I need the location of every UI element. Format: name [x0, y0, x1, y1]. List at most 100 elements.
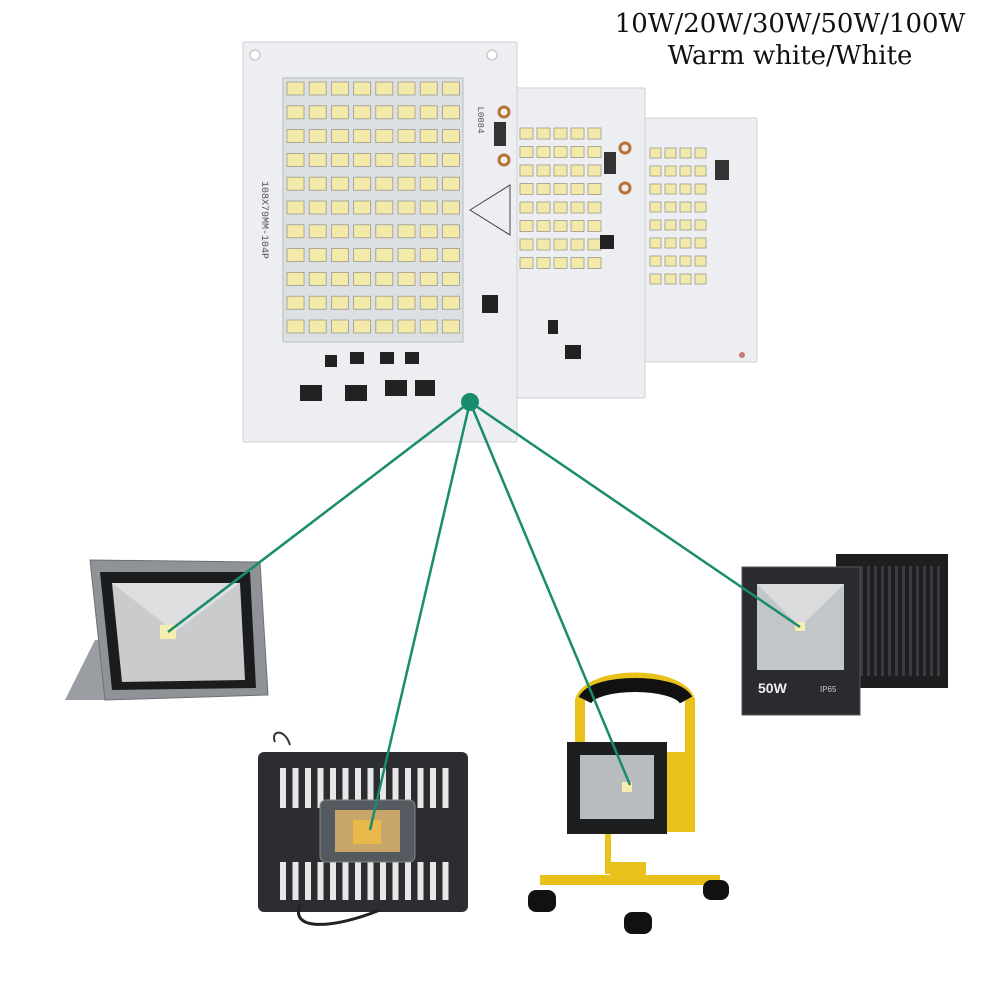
led-chip: [419, 319, 438, 334]
black-flood-light: 50W IP65: [741, 554, 948, 716]
led-chip: [694, 201, 707, 213]
led-chip: [286, 81, 305, 96]
gray-flood-light: [65, 559, 269, 701]
led-chip: [330, 271, 349, 286]
led-chip: [679, 219, 692, 231]
heat-sink-fin: [355, 862, 361, 900]
led-chip: [397, 319, 416, 334]
led-chip: [570, 146, 585, 158]
led-chip: [664, 201, 677, 213]
led-chip: [330, 176, 349, 191]
led-chip: [694, 165, 707, 177]
led-chip: [419, 271, 438, 286]
led-chip: [570, 183, 585, 195]
led-chip: [649, 273, 662, 285]
heat-sink-fin: [355, 768, 361, 808]
led-chip: [441, 271, 460, 286]
led-chip: [694, 147, 707, 159]
led-chip: [536, 127, 551, 140]
led-chip: [587, 164, 602, 177]
led-chip: [308, 152, 327, 167]
led-chip: [308, 224, 327, 239]
led-chip: [308, 271, 327, 286]
led-chip: [441, 200, 460, 215]
led-chip: [353, 176, 372, 191]
led-chip: [649, 183, 662, 195]
heat-sink-fin: [442, 862, 449, 900]
led-chip: [570, 238, 585, 251]
led-chip: [679, 201, 692, 213]
led-chip: [375, 152, 394, 167]
led-chip: [694, 273, 707, 285]
heat-sink-fin: [417, 768, 424, 808]
heat-sink-fin: [292, 862, 299, 900]
led-chip: [375, 248, 394, 263]
led-chip: [308, 295, 327, 310]
heat-sink-fin: [280, 862, 286, 900]
led-chip: [286, 319, 305, 334]
heat-sink-fin: [292, 768, 299, 808]
heat-sink-fin: [860, 566, 863, 676]
board-code-label: L0084: [475, 106, 485, 133]
led-chip: [570, 127, 585, 140]
led-chip: [286, 129, 305, 144]
heat-sink-fin: [330, 768, 336, 808]
led-chip: [553, 220, 568, 232]
connector-dot: [461, 393, 479, 411]
led-chip: [519, 201, 534, 214]
led-chip: [308, 200, 327, 215]
led-chip: [353, 81, 372, 96]
led-chip: [375, 81, 394, 96]
led-chip: [419, 105, 438, 120]
led-chip: [353, 319, 372, 334]
led-chip: [679, 147, 692, 159]
led-chip: [330, 152, 349, 167]
connector-line: [469, 400, 801, 629]
heat-sink-fin: [930, 566, 933, 676]
led-chip: [679, 273, 692, 285]
led-chip: [587, 238, 602, 251]
led-chip: [553, 164, 568, 177]
led-chip: [286, 295, 305, 310]
led-chip: [375, 319, 394, 334]
led-chip: [353, 271, 372, 286]
color-options: Warm white/White: [667, 41, 913, 71]
heat-sink-fin: [342, 768, 349, 808]
led-chip: [519, 238, 534, 251]
led-chip: [375, 271, 394, 286]
led-chip: [536, 201, 551, 214]
led-chip: [397, 176, 416, 191]
led-chip: [441, 105, 460, 120]
heat-sink-fin: [367, 768, 374, 808]
led-chip: [664, 165, 677, 177]
heat-sink-fin: [909, 566, 912, 676]
heat-sink-fin: [881, 566, 884, 676]
led-chip: [441, 152, 460, 167]
led-chip: [649, 165, 662, 177]
led-chip: [286, 248, 305, 263]
heat-sink-fin: [937, 566, 940, 676]
heat-sink-fin: [430, 768, 436, 808]
led-chip: [536, 164, 551, 177]
connector-line: [468, 401, 632, 786]
led-chip: [419, 200, 438, 215]
heat-sink-fin: [317, 768, 324, 808]
led-chip: [441, 129, 460, 144]
led-chip: [553, 257, 568, 269]
led-chip: [587, 183, 602, 195]
led-chip: [587, 220, 602, 232]
led-chip: [330, 248, 349, 263]
led-chip: [570, 164, 585, 177]
led-chip: [694, 219, 707, 231]
led-chip: [679, 165, 692, 177]
led-chip: [649, 147, 662, 159]
led-chip: [570, 201, 585, 214]
heat-sink-fin: [405, 862, 411, 900]
heat-sink-fin: [280, 768, 286, 808]
led-chip: [553, 127, 568, 140]
led-chip: [419, 295, 438, 310]
led-chip: [553, 201, 568, 214]
led-chip: [664, 219, 677, 231]
